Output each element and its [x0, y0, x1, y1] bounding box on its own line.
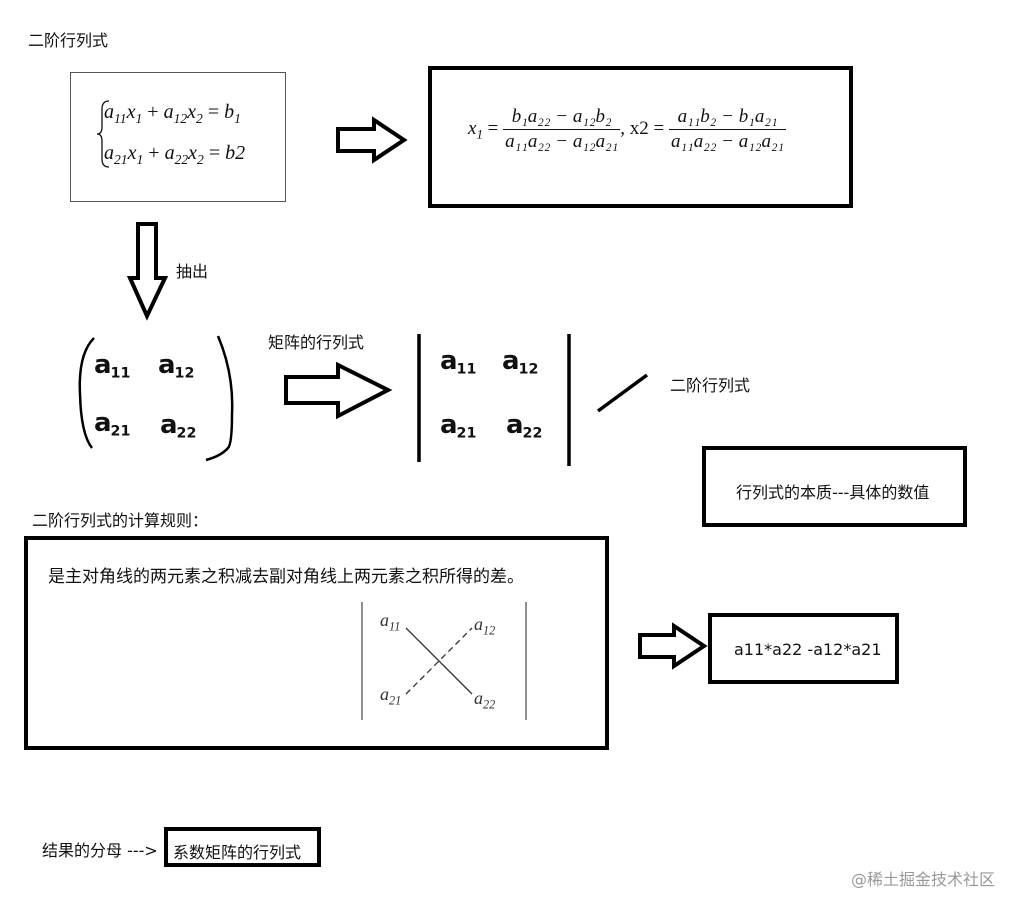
essence-box: 行列式的本质---具体的数值: [702, 446, 967, 527]
matrix-determinant-label: 矩阵的行列式: [268, 333, 365, 352]
equation-2: a21x1 + a22x2 = b2: [104, 141, 246, 167]
equation-system-box: a11x1 + a12x2 = b1 a21x1 + a22x2 = b2: [70, 72, 286, 202]
matrix-parentheses-icon: [78, 335, 234, 462]
rule-box: 是主对角线的两元素之积减去副对角线上两元素之积所得的差。 a11 a12 a21…: [24, 536, 609, 750]
pointer-line: [596, 373, 649, 413]
solution-box: x1 = b₁a₂₂ − a₁₂b₂ a₁₁a₂₂ − a₁₂a₂₁ , x2 …: [428, 66, 853, 208]
right-arrow-icon: [284, 361, 393, 420]
conclusion-box: 系数矩阵的行列式: [164, 827, 321, 867]
formula-result-box: a11*a22 -a12*a21: [708, 613, 899, 684]
extract-label: 抽出: [176, 262, 209, 281]
solution-formula: x1 = b₁a₂₂ − a₁₂b₂ a₁₁a₂₂ − a₁₂a₂₁ , x2 …: [468, 106, 787, 152]
essence-text: 行列式的本质---具体的数值: [736, 483, 930, 502]
page-title: 二阶行列式: [28, 31, 109, 50]
equation-system: a11x1 + a12x2 = b1 a21x1 + a22x2 = b2: [104, 95, 245, 177]
cross-entry-a11: a11: [380, 610, 401, 634]
conclusion-prefix: 结果的分母 --->: [42, 841, 158, 860]
solution-fraction-1: b₁a₂₂ − a₁₂b₂ a₁₁a₂₂ − a₁₂a₂₁: [503, 106, 621, 152]
right-arrow-icon: [638, 622, 708, 670]
watermark: @稀土掘金技术社区: [851, 870, 996, 889]
solution-fraction-2: a₁₁b₂ − b₁a₂₁ a₁₁a₂₂ − a₁₂a₂₁: [669, 106, 787, 152]
determinant-entry-a22: a22: [506, 410, 543, 442]
determinant-entry-a21: a21: [440, 410, 477, 442]
rule-title: 二阶行列式的计算规则：: [32, 511, 209, 530]
cross-multiplication-diagram: [361, 602, 527, 720]
matrix-entry-a22: a22: [160, 410, 197, 442]
formula-result: a11*a22 -a12*a21: [734, 640, 882, 659]
right-arrow-icon: [336, 116, 408, 164]
determinant-bars-icon: [417, 334, 571, 466]
equation-1: a11x1 + a12x2 = b1: [104, 101, 241, 126]
matrix-entry-a21: a21: [94, 408, 131, 440]
matrix-entry-a11: a11: [94, 350, 131, 382]
cross-entry-a21: a21: [380, 684, 402, 708]
cross-entry-a12: a12: [474, 614, 496, 638]
determinant-entry-a11: a11: [440, 346, 477, 378]
second-order-label: 二阶行列式: [670, 376, 751, 395]
determinant-entry-a12: a12: [502, 346, 539, 378]
down-arrow-icon: [126, 222, 169, 321]
conclusion-box-text: 系数矩阵的行列式: [173, 843, 302, 862]
cross-entry-a22: a22: [474, 688, 496, 712]
matrix-entry-a12: a12: [158, 350, 195, 382]
left-brace-icon: [96, 100, 110, 168]
rule-text: 是主对角线的两元素之积减去副对角线上两元素之积所得的差。: [48, 567, 524, 587]
